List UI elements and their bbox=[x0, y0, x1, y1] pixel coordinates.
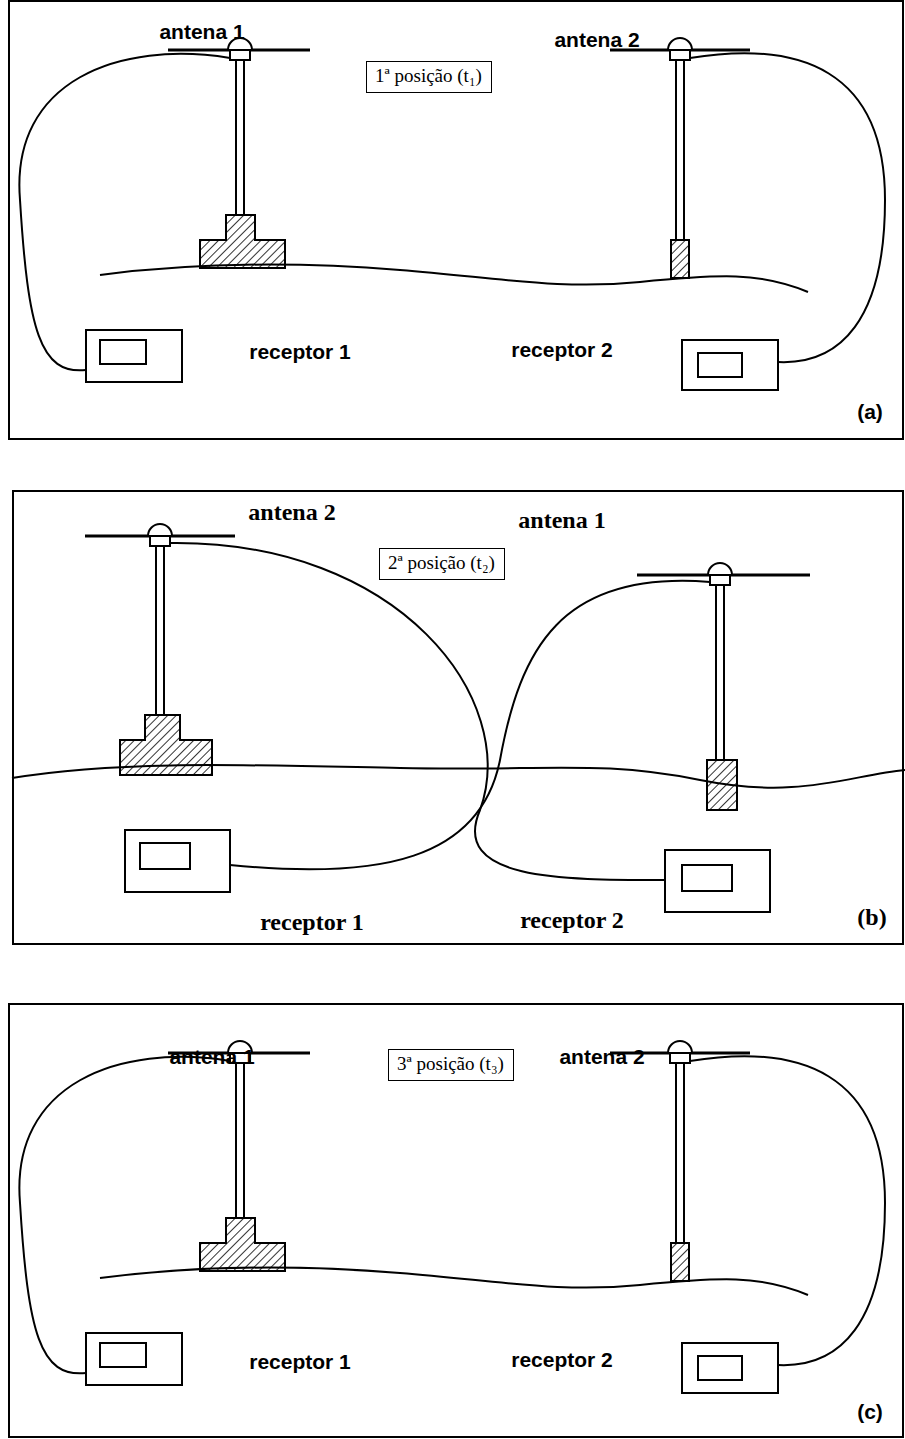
panel-letter: (b) bbox=[857, 904, 886, 930]
panel-letter: (a) bbox=[857, 400, 883, 423]
receiver-label: receptor 1 bbox=[260, 909, 364, 935]
position-label: 3ª posição (t₃) bbox=[397, 1054, 504, 1075]
antenna-label: antena 1 bbox=[169, 1045, 254, 1068]
receiver-label: receptor 2 bbox=[511, 338, 613, 361]
position-label: 1ª posição (t₁) bbox=[375, 66, 482, 87]
antenna-label: antena 1 bbox=[159, 20, 244, 43]
receiver-label: receptor 2 bbox=[520, 907, 624, 933]
figure-panel: antena 1 antena 2 receptor 1 receptor 2 (a) 1… bbox=[8, 0, 904, 440]
figure-panel: antena 2 antena 1 receptor 1 receptor 2 (b) 2… bbox=[12, 490, 904, 945]
antenna-label: antena 1 bbox=[518, 507, 605, 533]
antenna-label: antena 2 bbox=[554, 28, 639, 51]
receiver-label: receptor 1 bbox=[249, 340, 351, 363]
position-box: 1ª posição (t₁) bbox=[366, 61, 492, 93]
figure-panel: antena 1 antena 2 receptor 1 receptor 2 (c) 3… bbox=[8, 1003, 904, 1438]
position-box: 3ª posição (t₃) bbox=[388, 1049, 514, 1081]
receiver-label: receptor 1 bbox=[249, 1350, 351, 1373]
receiver-label: receptor 2 bbox=[511, 1348, 613, 1371]
panel-letter: (c) bbox=[857, 1400, 883, 1423]
antenna-label: antena 2 bbox=[248, 499, 335, 525]
position-label: 2ª posição (t₂) bbox=[388, 553, 495, 574]
position-box: 2ª posição (t₂) bbox=[379, 548, 505, 580]
antenna-label: antena 2 bbox=[559, 1045, 644, 1068]
